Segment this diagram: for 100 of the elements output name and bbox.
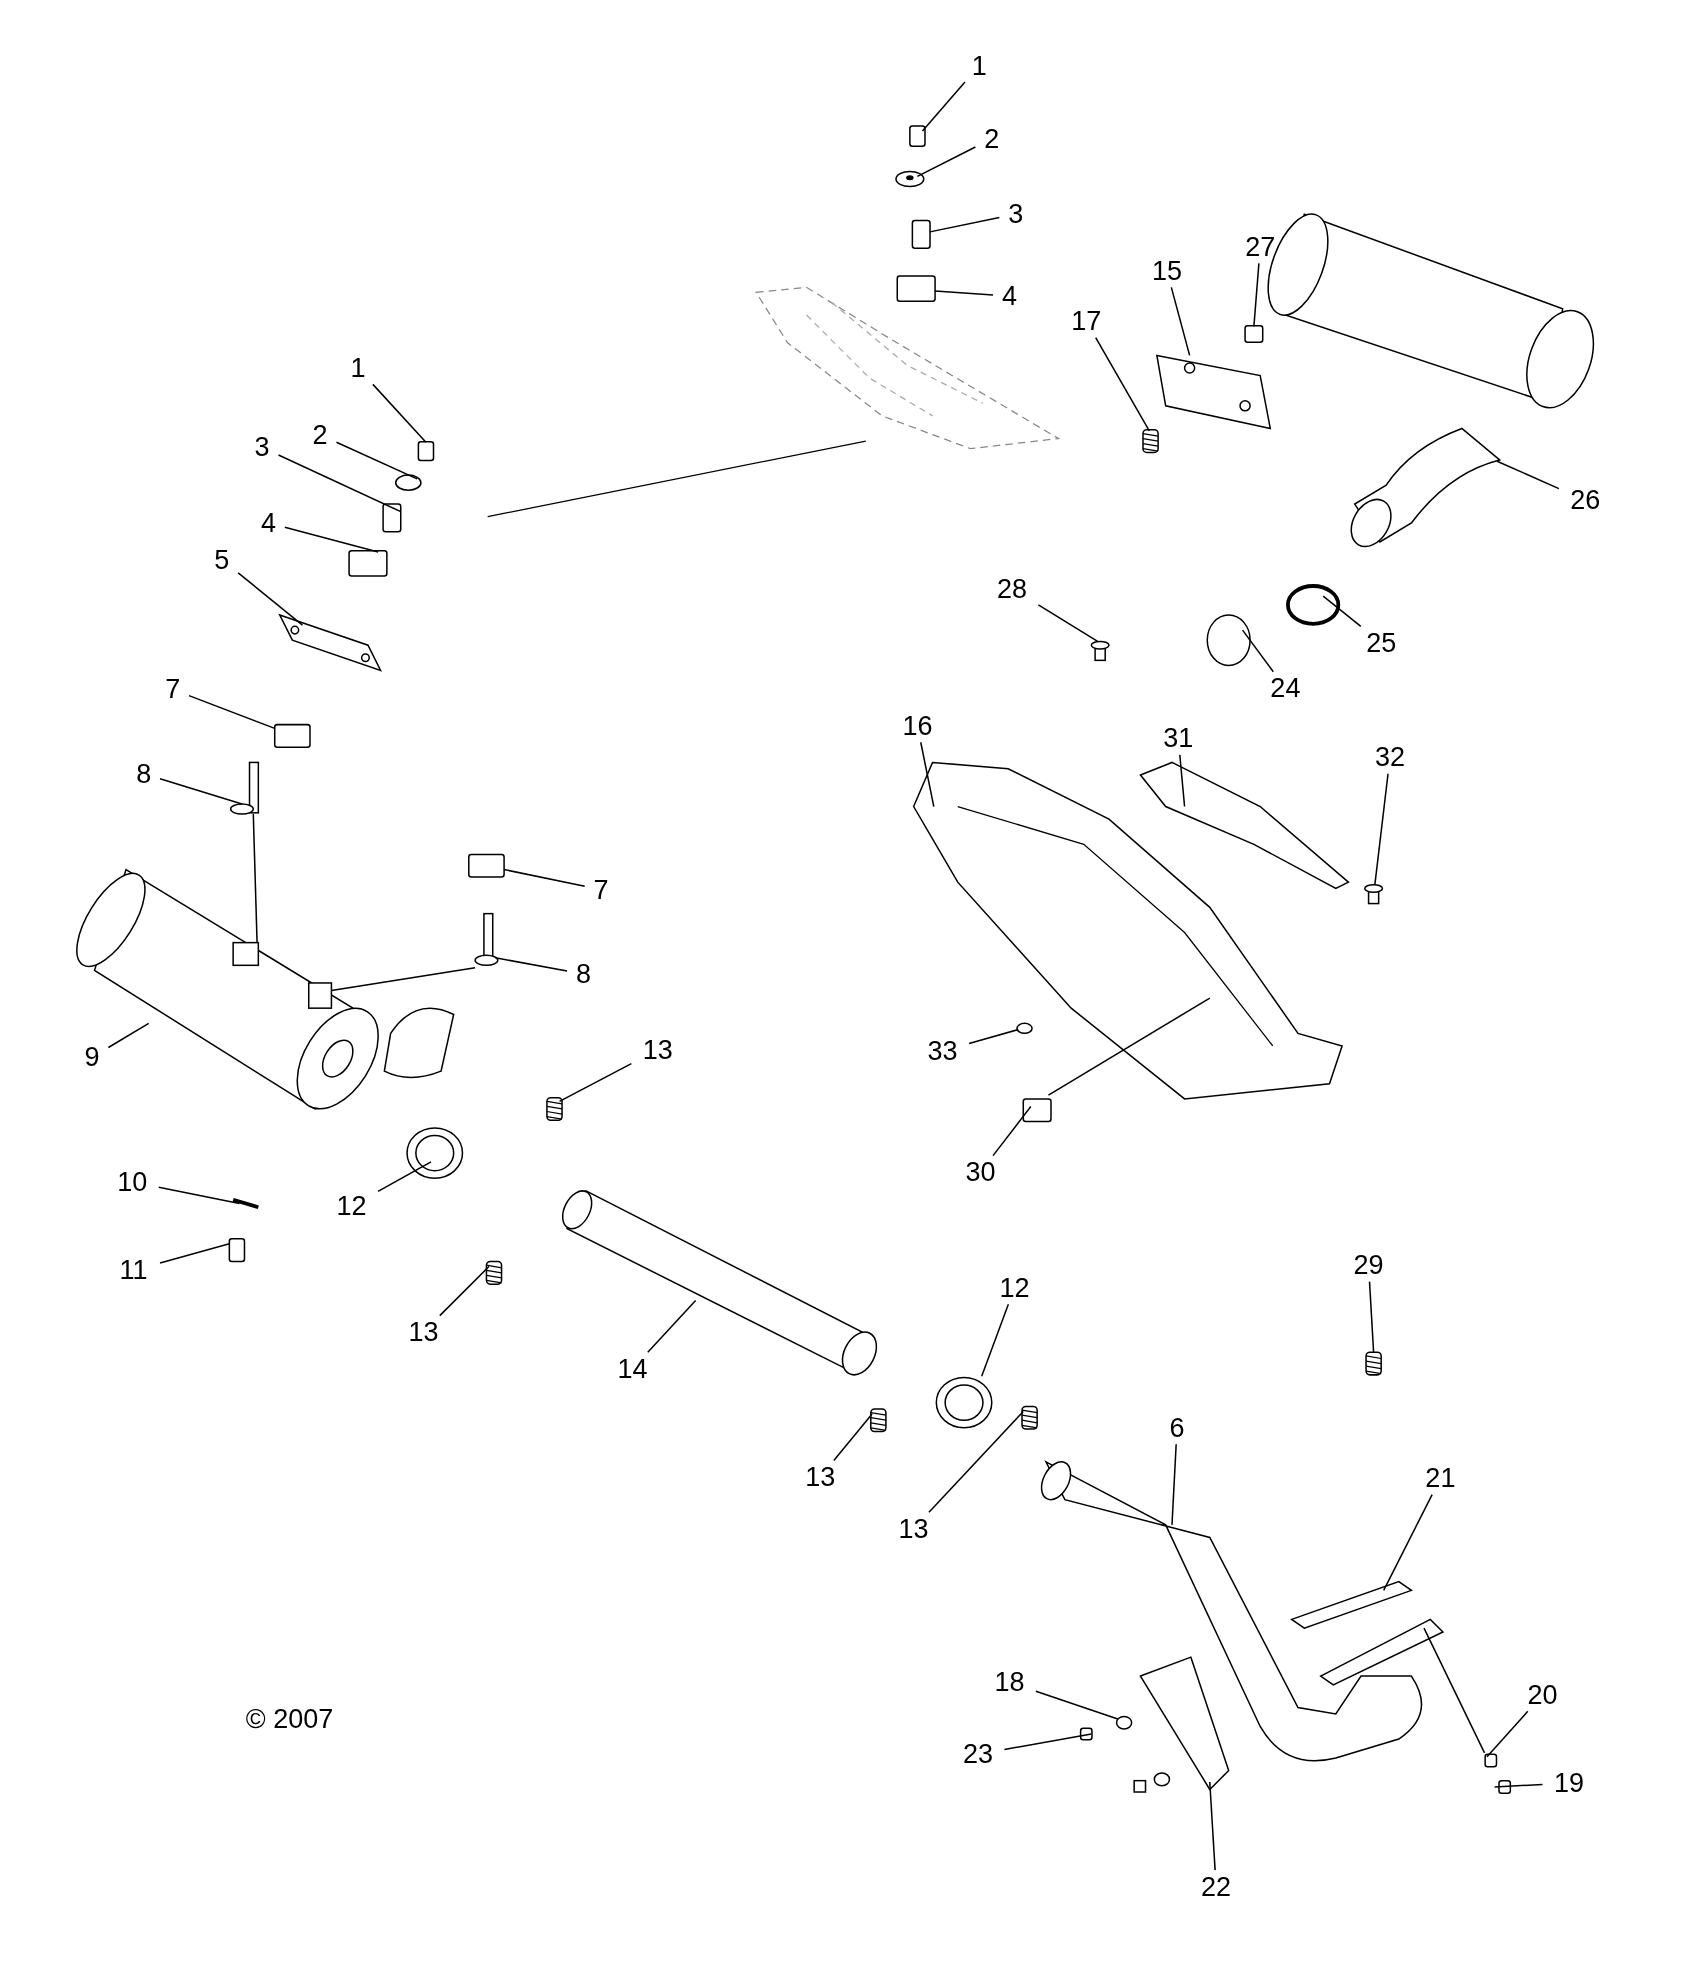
pipe-drawing	[561, 1189, 878, 1376]
callout-number: 13	[408, 1317, 439, 1347]
washer-drawing	[394, 474, 422, 491]
spring-drawing	[1142, 428, 1159, 454]
callout-number: 8	[575, 959, 591, 990]
nut-drawing	[909, 125, 926, 147]
leader-line	[992, 1105, 1032, 1157]
leader-line	[968, 1028, 1019, 1045]
grommet-drawing	[896, 275, 936, 302]
leader-line	[1037, 604, 1099, 643]
assembly-line	[1047, 997, 1211, 1096]
nut-drawing	[1244, 325, 1264, 343]
leader-line	[1368, 1280, 1375, 1353]
leader-line	[1241, 629, 1275, 673]
callout-number: 24	[1270, 673, 1301, 704]
callout-number: 32	[1374, 742, 1405, 773]
callout-number: 31	[1163, 723, 1194, 754]
callout-number: 2	[312, 419, 328, 450]
leader-line	[1170, 286, 1191, 357]
ring-drawing	[935, 1376, 993, 1429]
spacer-drawing	[911, 219, 931, 250]
leader-line	[1486, 1710, 1529, 1758]
spacer-drawing	[382, 503, 402, 533]
callout-number: 2	[984, 123, 1000, 154]
callout-number: 19	[1553, 1768, 1584, 1799]
nut-drawing	[417, 440, 435, 462]
callout-number: 27	[1245, 232, 1276, 262]
ring-drawing	[1206, 614, 1251, 667]
bolt-drawing	[474, 912, 499, 967]
leader-line	[1374, 773, 1389, 886]
leader-line	[647, 1299, 697, 1353]
assembly-line	[1423, 1627, 1486, 1754]
callout-number: 4	[260, 507, 276, 538]
callout-number: 21	[1425, 1463, 1456, 1494]
leader-line	[558, 1062, 633, 1103]
leader-line	[372, 383, 427, 444]
callout-number: 9	[84, 1042, 100, 1073]
spring-drawing	[870, 1408, 887, 1433]
heat-shield-drawing	[1139, 761, 1350, 890]
heat-shield-drawing	[912, 761, 1344, 1100]
callout-number: 10	[117, 1167, 148, 1198]
callout-number: 23	[962, 1739, 993, 1770]
callout-number: 29	[1353, 1250, 1384, 1281]
leader-line	[1179, 754, 1186, 808]
bracket-drawing	[278, 613, 383, 672]
washer-drawing	[895, 170, 925, 188]
spring-drawing	[485, 1260, 503, 1285]
callout-number: 6	[1169, 1412, 1185, 1443]
leader-line	[920, 741, 935, 808]
leader-line	[928, 1410, 1025, 1513]
leader-line	[1253, 262, 1260, 328]
callout-number: 18	[994, 1667, 1025, 1698]
callout-number: 15	[1151, 255, 1182, 286]
callout-number: 13	[898, 1513, 929, 1544]
callout-number: 3	[1008, 199, 1024, 230]
callout-number: 13	[642, 1034, 673, 1065]
leader-line	[921, 81, 966, 132]
callout-number: 28	[996, 573, 1027, 604]
grommet-drawing	[468, 853, 505, 878]
leader-line	[1094, 337, 1151, 432]
callout-number: 8	[136, 758, 152, 789]
leader-line	[1493, 1783, 1544, 1788]
spring-drawing	[1021, 1405, 1038, 1430]
leader-line	[833, 1413, 873, 1462]
callout-number: 3	[254, 432, 270, 463]
assembly-line	[252, 813, 258, 944]
leader-line	[188, 694, 276, 730]
leader-line	[1171, 1443, 1177, 1526]
bumper-drawing	[1022, 1098, 1052, 1123]
pin-drawing	[232, 1197, 259, 1210]
leader-line	[1209, 1781, 1216, 1871]
leader-line	[335, 441, 418, 480]
bolt-drawing	[1079, 1727, 1093, 1741]
leader-line	[1003, 1733, 1093, 1751]
leader-line	[494, 957, 568, 972]
leader-line	[929, 216, 1001, 233]
bolt-drawing	[229, 761, 260, 815]
leader-line	[237, 572, 304, 626]
leader-line	[377, 1161, 432, 1193]
callout-number: 12	[336, 1191, 367, 1221]
bolt-drawing	[228, 1238, 246, 1263]
heat-plate-drawing	[1139, 1656, 1230, 1791]
callout-number: 1	[350, 352, 366, 383]
leader-line	[1035, 1690, 1119, 1720]
leader-line	[503, 868, 586, 888]
spring-drawing	[1365, 1351, 1382, 1376]
leader-line	[159, 1243, 231, 1264]
washer-drawing	[1115, 1715, 1133, 1730]
muffler-drawing	[76, 868, 455, 1111]
callout-number: 1	[971, 50, 987, 81]
leader-line	[916, 146, 977, 178]
callout-number: 11	[119, 1255, 148, 1286]
leader-line	[980, 1303, 1010, 1377]
leader-line	[934, 290, 994, 296]
callout-number: 16	[902, 710, 933, 741]
nut-drawing	[1484, 1753, 1498, 1768]
callout-number: 30	[965, 1156, 996, 1187]
bolt-drawing	[1364, 883, 1384, 905]
leader-line	[107, 1022, 150, 1049]
nut-drawing	[1498, 1779, 1512, 1794]
